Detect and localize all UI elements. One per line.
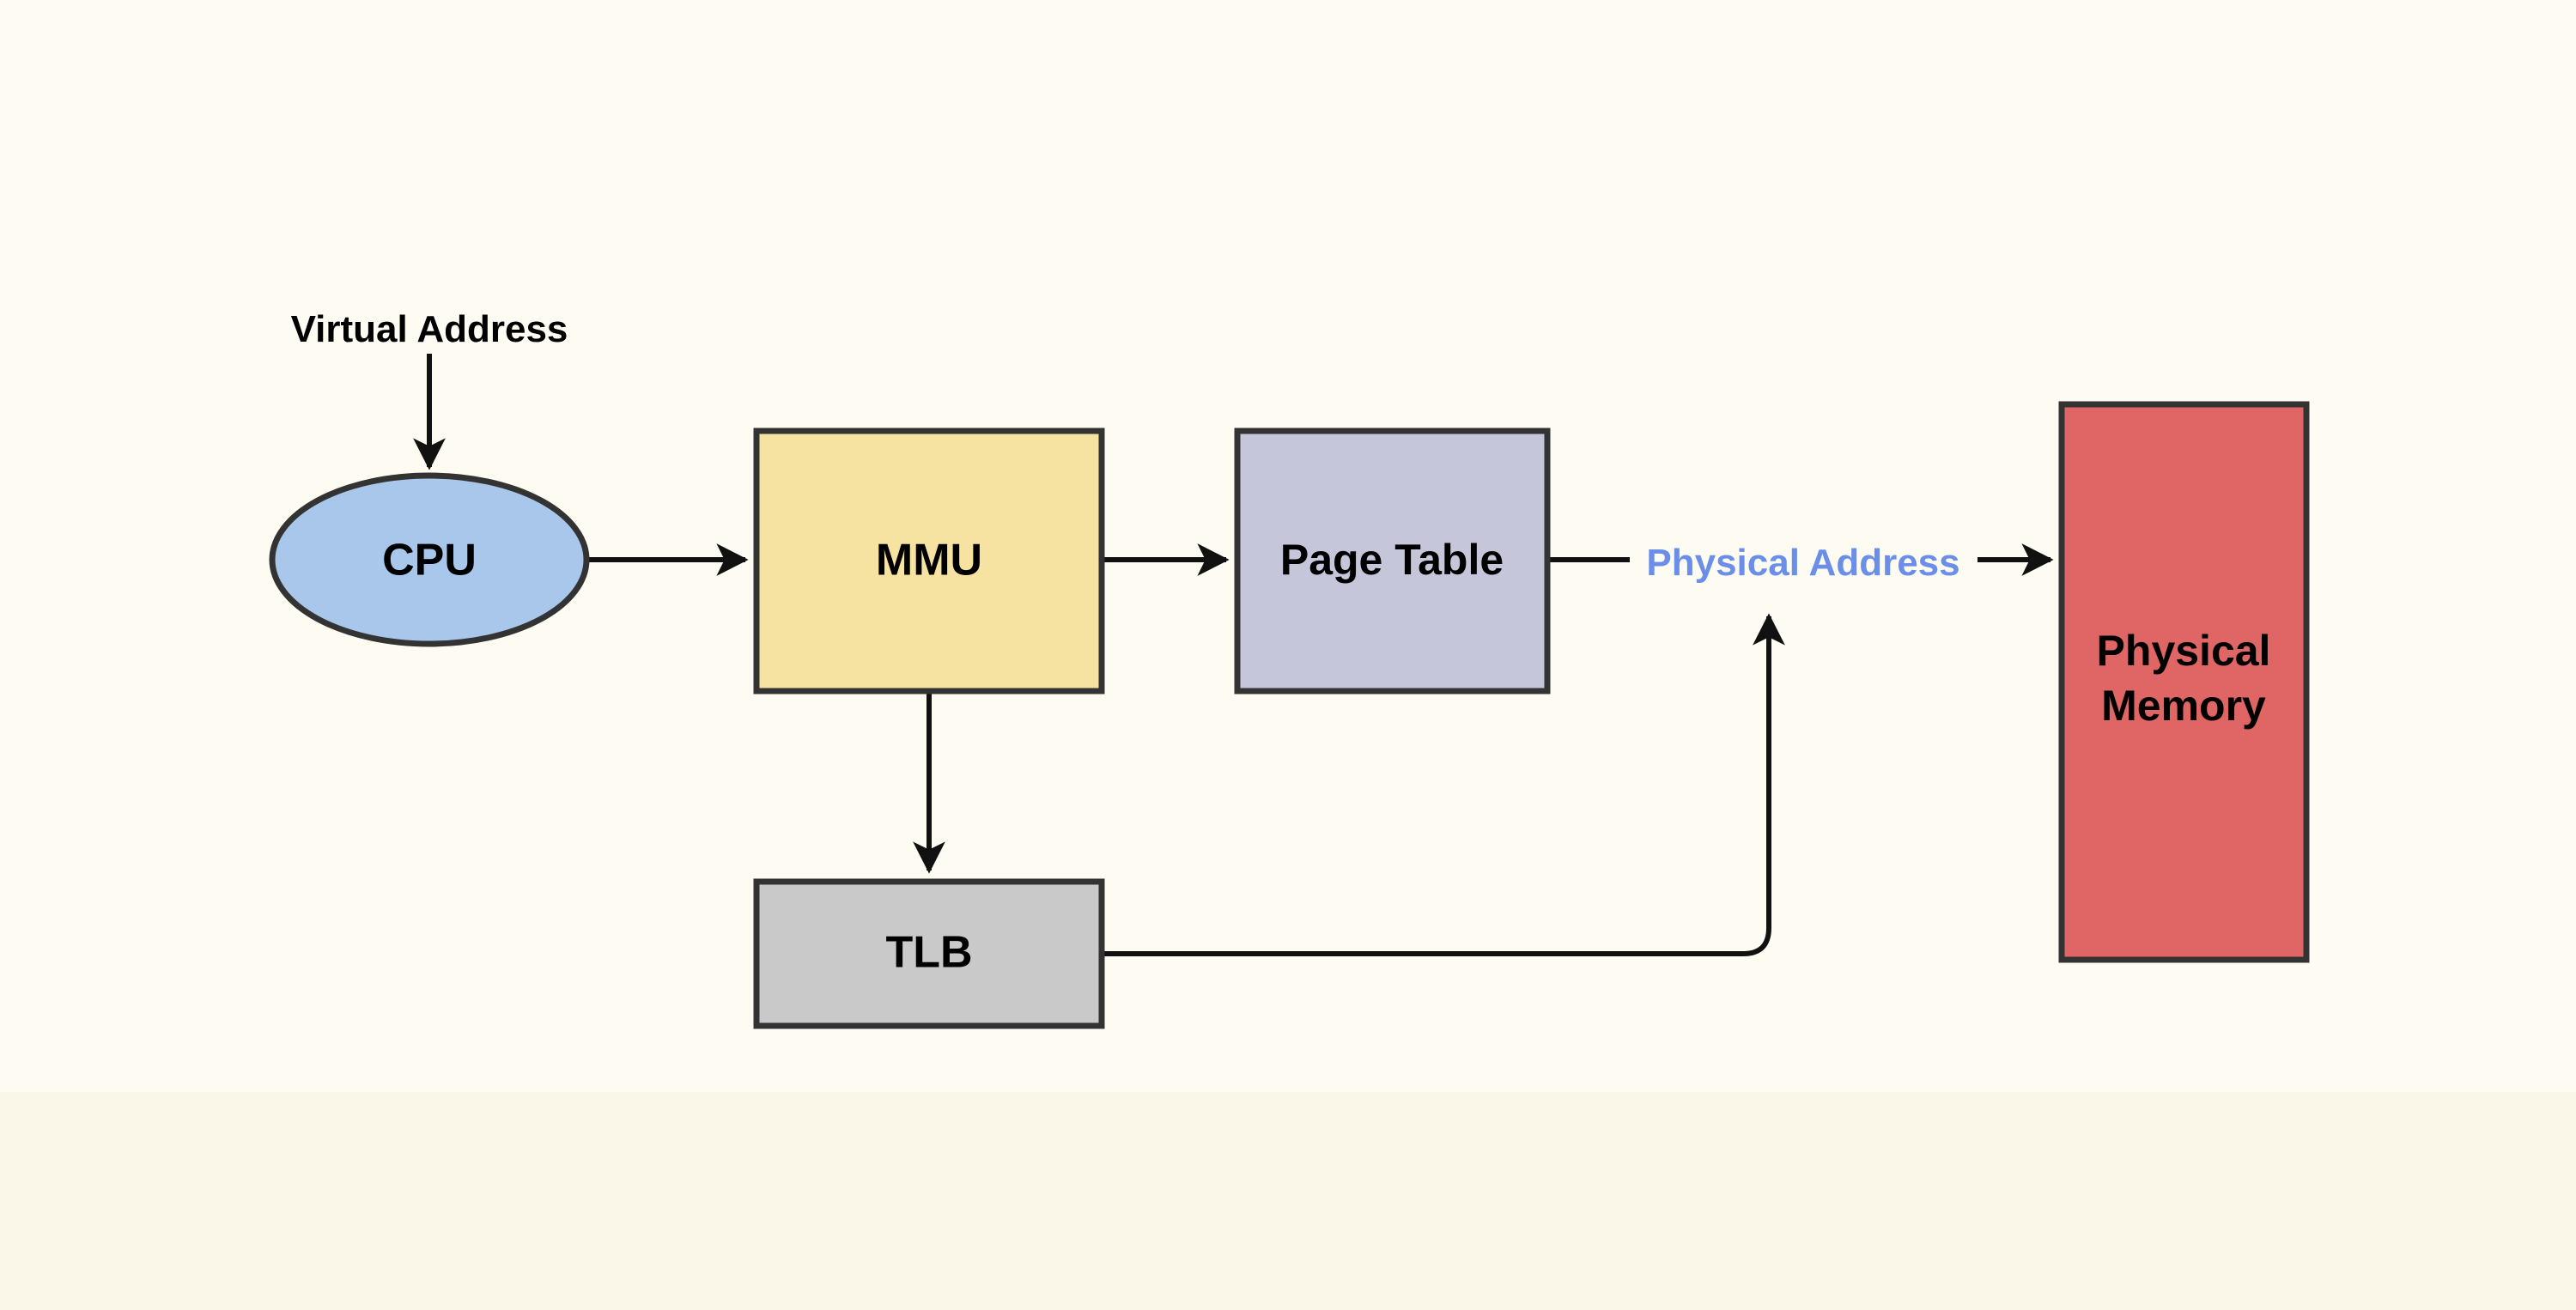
- node-mmu[interactable]: MMU: [753, 428, 1105, 694]
- physical-memory-rect[interactable]: [2058, 401, 2310, 963]
- virtual-address-label: Virtual Address: [291, 308, 568, 350]
- edge-tlb-to-physical-address: [1103, 613, 1785, 956]
- node-page-table[interactable]: Page Table: [1234, 428, 1551, 694]
- page-table-rect[interactable]: [1234, 428, 1551, 694]
- physical-memory-label-line1: Physical: [2097, 627, 2271, 675]
- physical-memory-label-line2: Memory: [2101, 682, 2266, 730]
- page-table-label: Page Table: [1280, 536, 1504, 584]
- mmu-rect[interactable]: [753, 428, 1105, 694]
- tlb-rect[interactable]: [753, 878, 1105, 1029]
- node-tlb[interactable]: TLB: [753, 878, 1105, 1029]
- mmu-label: MMU: [876, 536, 982, 585]
- physical-address-label: Physical Address: [1646, 542, 1959, 584]
- tlb-label: TLB: [885, 928, 972, 978]
- node-physical-memory[interactable]: Physical Memory: [2058, 401, 2310, 963]
- cpu-ellipse[interactable]: [269, 472, 590, 647]
- cpu-label: CPU: [382, 536, 477, 585]
- node-cpu[interactable]: CPU: [269, 472, 590, 647]
